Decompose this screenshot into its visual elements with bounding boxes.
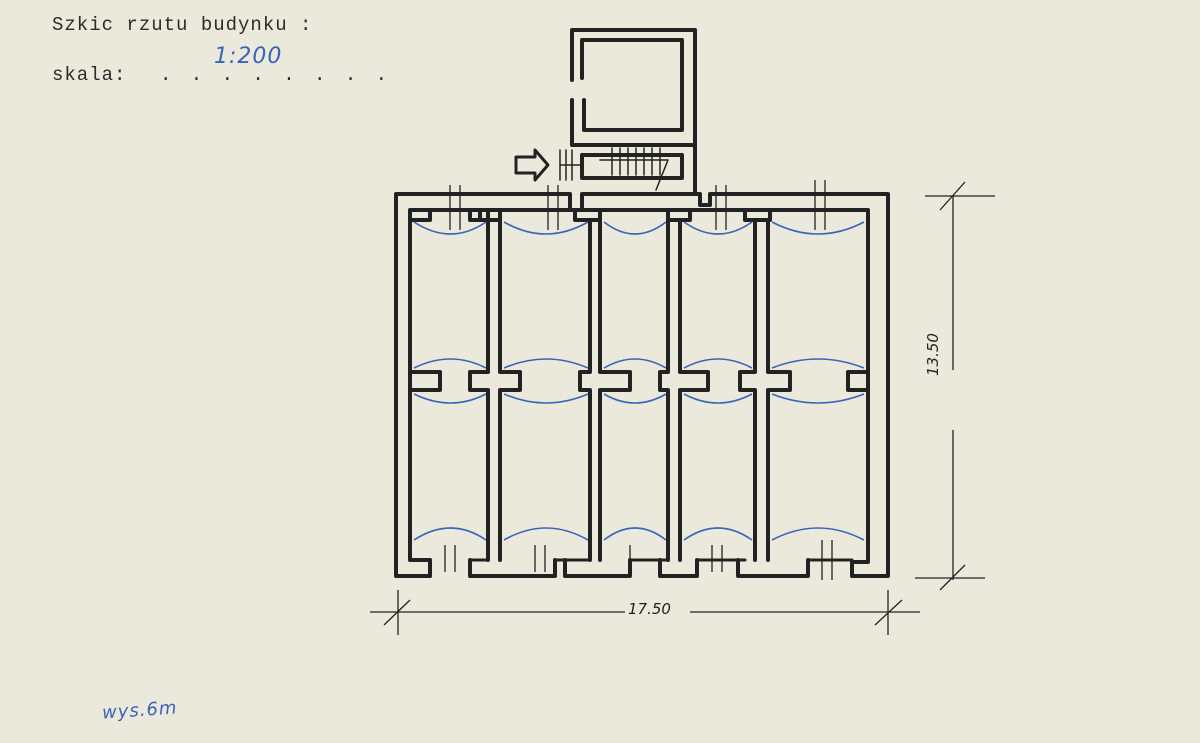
scale-value: 1:200 [214,44,283,69]
top-notch-1 [410,208,502,222]
staircase-arrow [599,159,669,191]
height-ticks [915,181,995,591]
wall-1 [468,208,490,562]
staircase-lines [611,147,661,176]
entrance-tower [570,28,697,194]
outer-walls [394,28,890,578]
wall-1b [498,218,522,562]
scale-label: skala: [52,64,127,86]
dimension-lines [370,181,995,635]
width-ticks [383,590,903,635]
pier-right [846,370,870,392]
plan-sketch-label: Szkic rzutu budynku : [52,14,313,36]
width-dimension-label: 17.50 [628,600,671,618]
wall-3 [658,218,670,562]
wall-4 [738,218,757,562]
entrance-arrow [514,148,550,182]
scale-dots: . . . . . . . . [160,64,392,86]
bottom-wall [428,558,810,578]
wall-3b [678,218,710,562]
wall-2b [598,218,632,562]
wall-4b [766,218,792,562]
vault-arcs [413,221,865,541]
side-steps [559,149,581,181]
wall-2 [578,218,592,562]
height-dimension-label: 13.50 [924,333,942,376]
pier-left [408,370,442,392]
window-marks [444,180,833,580]
